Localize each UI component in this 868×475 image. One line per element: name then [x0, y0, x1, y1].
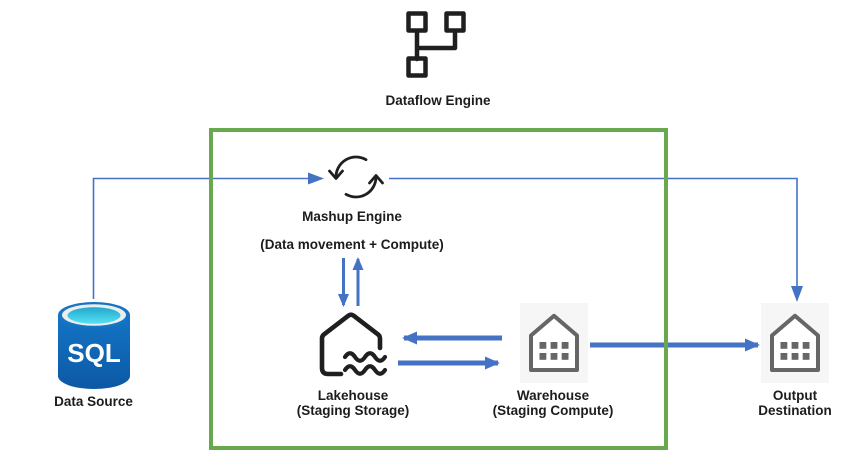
lakehouse-label: Lakehouse (Staging Storage)	[263, 388, 443, 418]
output-destination-label: Output Destination	[705, 388, 868, 418]
output-destination-icon	[761, 303, 829, 383]
sql-badge-text: SQL	[67, 338, 121, 368]
warehouse-icon	[520, 303, 588, 383]
output-label-line2: Destination	[758, 403, 832, 418]
lakehouse-icon	[319, 312, 388, 377]
lakehouse-label-line2: (Staging Storage)	[296, 403, 410, 418]
warehouse-house-glyph	[529, 313, 579, 372]
mashup-engine-label: Mashup Engine	[302, 209, 402, 224]
output-house-glyph	[770, 313, 820, 372]
warehouse-label-line2: (Staging Compute)	[492, 403, 614, 418]
output-label-line1: Output	[772, 388, 818, 403]
data-source-label: Data Source	[54, 394, 133, 409]
sql-database-icon: SQL	[58, 302, 130, 389]
staging-boundary-box	[209, 128, 668, 450]
lakehouse-label-line1: Lakehouse	[317, 388, 389, 403]
warehouse-label: Warehouse (Staging Compute)	[463, 388, 643, 418]
warehouse-label-line1: Warehouse	[516, 388, 590, 403]
mashup-engine-sublabel: (Data movement + Compute)	[260, 237, 444, 252]
dataflow-engine-icon	[406, 11, 466, 78]
dataflow-engine-label: Dataflow Engine	[385, 93, 491, 108]
mashup-engine-sync-icon	[328, 155, 384, 199]
